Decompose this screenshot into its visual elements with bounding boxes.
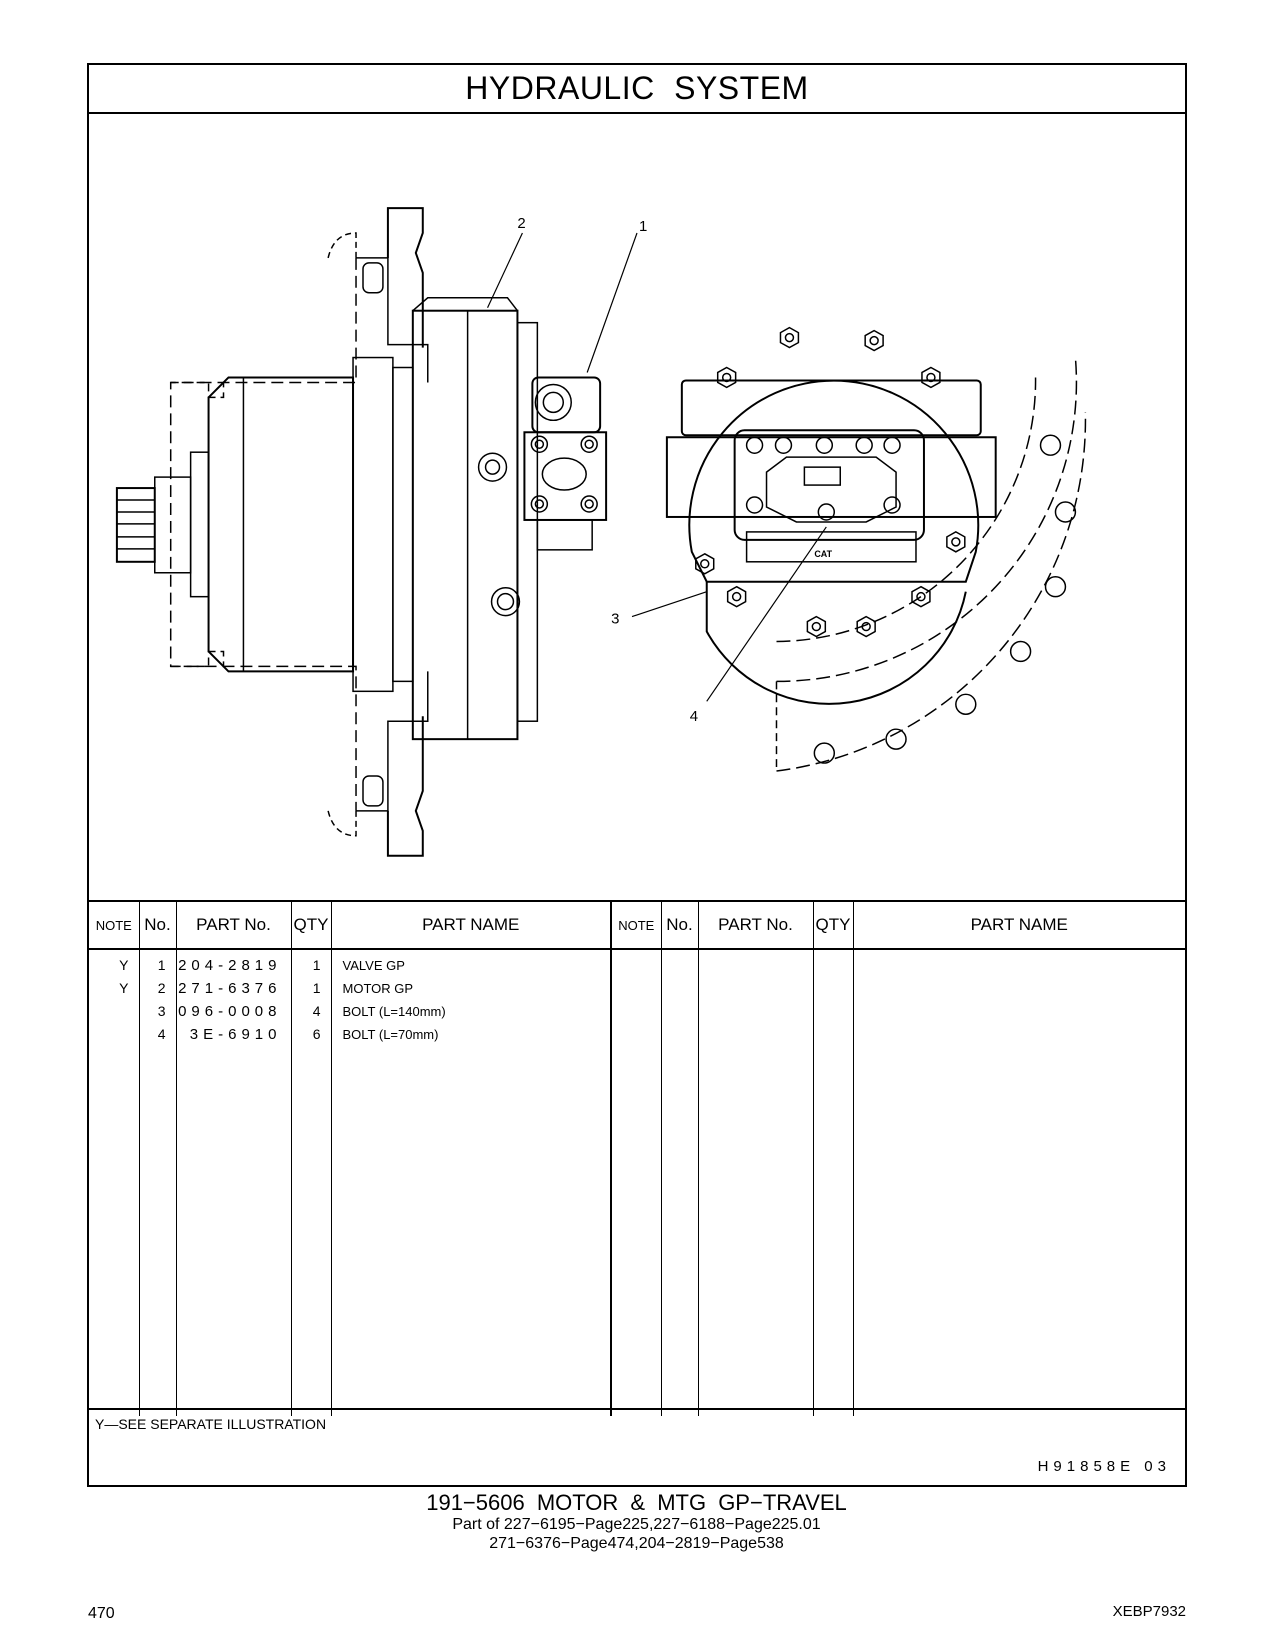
table-cell: Y (119, 980, 129, 996)
table-cell: 3 (157, 1003, 166, 1019)
cat-logo: CAT (814, 549, 832, 559)
table-cell: 271-6376 (178, 980, 282, 997)
table-cell: 1 (157, 957, 166, 973)
callout-1: 1 (639, 218, 647, 235)
header-note: NOTE (89, 900, 139, 950)
table-cell: BOLT (L=70mm) (342, 1027, 439, 1042)
callout-2: 2 (517, 215, 525, 232)
table-cell: 1 (312, 957, 321, 973)
table-footer: Y—SEE SEPARATE ILLUSTRATION H91858E 03 (89, 1408, 1185, 1489)
page-title: HYDRAULIC SYSTEM (89, 65, 1185, 114)
part-no-column-2 (697, 949, 813, 1416)
table-cell: 4 (312, 1003, 321, 1019)
header-part-name: PART NAME (330, 900, 611, 950)
no-column: 1 2 3 4 (138, 949, 176, 1416)
header-qty: QTY (290, 900, 331, 950)
qty-column-2 (812, 949, 853, 1416)
header-qty-2: QTY (812, 900, 853, 950)
parts-table: NOTE No. PART No. QTY PART NAME NOTE No.… (89, 900, 1185, 1416)
figure-caption: 191−5606 MOTOR & MTG GP−TRAVEL Part of 2… (0, 1491, 1273, 1553)
table-cell: 3E-6910 (189, 1026, 282, 1043)
side-view-motor (115, 207, 638, 857)
table-cell: 4 (157, 1026, 166, 1042)
part-name-column: VALVE GP MOTOR GP BOLT (L=140mm) BOLT (L… (330, 949, 611, 1416)
document-id: XEBP7932 (1112, 1603, 1186, 1620)
table-cell: 096-0008 (178, 1003, 282, 1020)
qty-column: 1 1 4 6 (290, 949, 331, 1416)
header-note-2: NOTE (610, 900, 661, 950)
callout-3: 3 (611, 611, 619, 628)
header-part-name-2: PART NAME (852, 900, 1185, 950)
illustration-code: H91858E 03 (1037, 1458, 1171, 1475)
part-no-column: 204-2819 271-6376 096-0008 3E-6910 (175, 949, 291, 1416)
page-frame: HYDRAULIC SYSTEM (87, 63, 1187, 1487)
table-cell: 204-2819 (178, 957, 282, 974)
page-number: 470 (88, 1605, 115, 1622)
table-cell: Y (119, 957, 129, 973)
caption-line-3: 271−6376−Page474,204−2819−Page538 (489, 1535, 784, 1552)
callout-4: 4 (690, 708, 698, 725)
table-cell: MOTOR GP (342, 981, 414, 996)
table-cell: 2 (157, 980, 166, 996)
table-cell: 6 (312, 1026, 321, 1042)
note-column: Y Y (89, 949, 139, 1416)
part-name-column-2 (852, 949, 1185, 1416)
caption-line-2: Part of 227−6195−Page225,227−6188−Page22… (452, 1516, 821, 1533)
header-no-2: No. (660, 900, 698, 950)
parts-illustration: 1 2 3 4 CAT (89, 112, 1185, 900)
end-view-motor (631, 326, 1087, 772)
table-cell: BOLT (L=140mm) (342, 1004, 446, 1019)
header-no: No. (138, 900, 176, 950)
table-cell: 1 (312, 980, 321, 996)
note-column-2 (610, 949, 661, 1416)
header-part-no: PART No. (175, 900, 291, 950)
table-cell: VALVE GP (342, 958, 405, 973)
caption-title: 191−5606 MOTOR & MTG GP−TRAVEL (426, 1490, 847, 1515)
no-column-2 (660, 949, 698, 1416)
table-cell (89, 1023, 139, 1046)
note-legend: Y—SEE SEPARATE ILLUSTRATION (95, 1416, 327, 1432)
header-part-no-2: PART No. (697, 900, 813, 950)
exploded-view-drawing: 1 2 3 4 CAT (115, 207, 1087, 857)
table-cell (89, 1000, 139, 1023)
